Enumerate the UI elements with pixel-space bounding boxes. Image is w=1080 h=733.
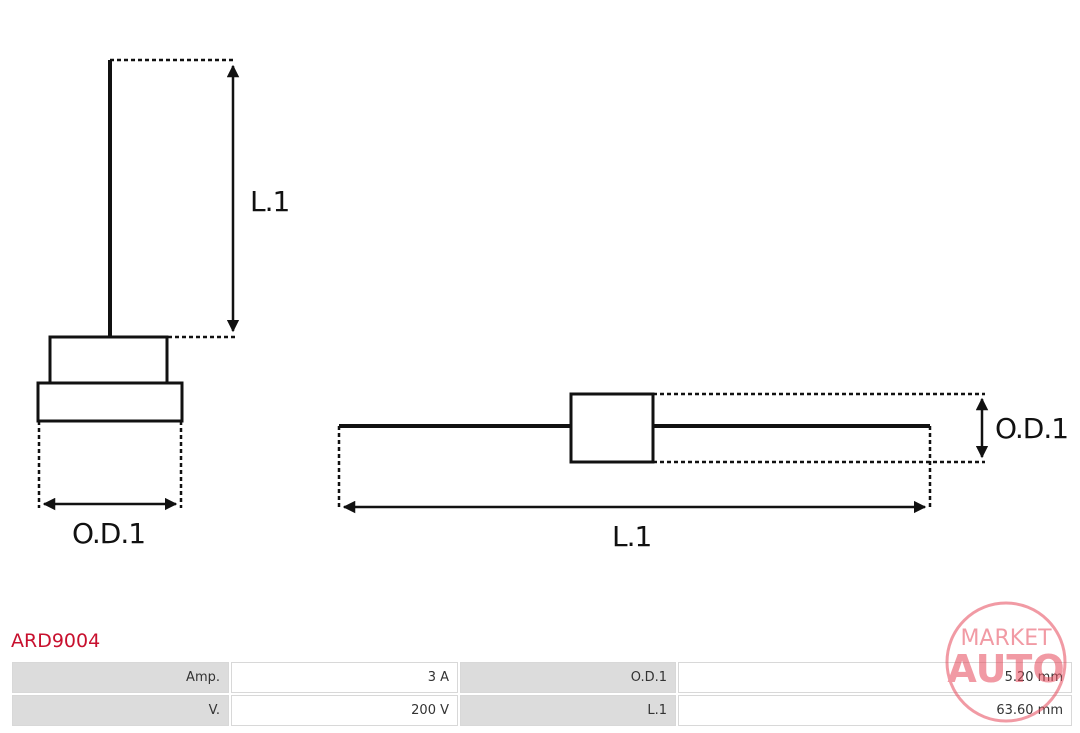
technical-drawing: L.1 O.D.1 O.D.1 L.1 [36, 58, 1069, 553]
part-number: ARD9004 [11, 630, 101, 652]
spec-label: L.1 [460, 695, 676, 726]
horizontal-view: O.D.1 L.1 [337, 392, 1069, 553]
spec-value: 3 A [231, 662, 458, 693]
spec-table: Amp. 3 A O.D.1 5.20 mm V. 200 V L.1 63.6… [10, 660, 1074, 728]
vertical-view: L.1 O.D.1 [36, 58, 290, 550]
right-diameter-label: O.D.1 [995, 412, 1068, 445]
spec-label: Amp. [12, 662, 229, 693]
spec-label: V. [12, 695, 229, 726]
logo-line1: MARKET [960, 626, 1052, 651]
table-row: V. 200 V L.1 63.60 mm [12, 695, 1072, 726]
spec-label: O.D.1 [460, 662, 676, 693]
sleeve-body [569, 392, 655, 464]
spec-value: 63.60 mm [678, 695, 1072, 726]
spec-value: 5.20 mm [678, 662, 1072, 693]
base-body [36, 381, 184, 423]
left-diameter-label: O.D.1 [72, 517, 145, 550]
upper-body [48, 335, 169, 385]
table-row: Amp. 3 A O.D.1 5.20 mm [12, 662, 1072, 693]
left-length-label: L.1 [250, 185, 289, 218]
spec-value: 200 V [231, 695, 458, 726]
right-length-label: L.1 [612, 520, 651, 553]
